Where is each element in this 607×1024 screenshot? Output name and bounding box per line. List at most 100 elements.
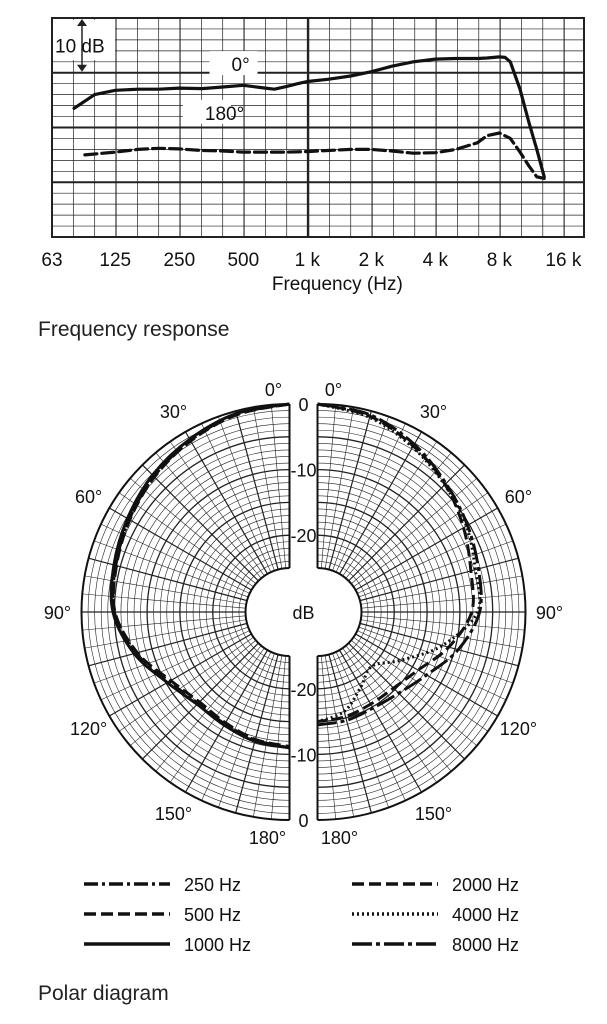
polar-spoke <box>201 423 272 573</box>
polar-spoke <box>109 633 252 717</box>
polar-spoke <box>201 651 272 801</box>
polar-inner-ring <box>317 567 363 657</box>
frequency-grid <box>51 17 585 238</box>
polar-spoke <box>360 619 523 649</box>
polar-spoke <box>184 431 269 575</box>
polar-spoke <box>361 615 525 631</box>
x-tick-label: 250 <box>163 250 195 271</box>
polar-spoke <box>355 507 498 591</box>
polar-spoke <box>141 464 259 582</box>
polar-spoke <box>321 404 336 569</box>
polar-spoke <box>328 654 372 814</box>
polar-spoke <box>348 642 466 760</box>
polar-spoke <box>271 404 286 569</box>
series-label: 180° <box>205 104 244 125</box>
x-tick-label: 500 <box>227 250 259 271</box>
polar-spoke <box>118 492 254 588</box>
polar-spoke <box>82 593 246 609</box>
angle-label: 150° <box>155 804 192 824</box>
polar-spoke <box>271 655 286 820</box>
polar-spoke <box>353 636 489 732</box>
polar-spoke <box>359 557 519 602</box>
x-tick-label: 63 <box>41 250 62 271</box>
polar-spoke <box>328 410 372 570</box>
polar-curve-8000-hz <box>317 402 483 727</box>
angle-label: 60° <box>505 487 532 507</box>
polar-spoke <box>84 619 247 649</box>
polar-spoke <box>348 464 466 582</box>
polar-spoke <box>155 645 262 772</box>
scale-label: 10 dB <box>55 36 105 57</box>
polar-outer-ring <box>80 403 290 821</box>
polar-series <box>109 402 483 750</box>
polar-spoke <box>342 441 438 577</box>
x-tick-label: 125 <box>99 250 131 271</box>
polar-spoke <box>321 655 336 820</box>
polar-spoke <box>169 441 265 577</box>
polar-inner-ring <box>244 567 290 657</box>
scale-arrow-head-down <box>77 64 87 72</box>
polar-spoke <box>357 523 507 594</box>
legend-label: 4000 Hz <box>452 905 519 925</box>
polar-spoke <box>360 575 523 605</box>
polar-spoke <box>82 615 246 631</box>
angle-label: 0° <box>265 380 282 400</box>
angle-label: 0° <box>325 380 342 400</box>
legend-label: 1000 Hz <box>184 935 251 955</box>
series-label: 0° <box>232 55 250 76</box>
polar-spoke <box>324 655 354 817</box>
plot-frame <box>51 17 585 238</box>
polar-spoke <box>335 423 406 573</box>
polar-spoke <box>338 431 423 575</box>
x-tick-label: 8 k <box>487 250 513 271</box>
polar-spoke <box>93 626 249 684</box>
polar-spoke <box>357 630 507 701</box>
polar-spoke <box>324 407 354 569</box>
legend-label: 500 Hz <box>184 905 241 925</box>
polar-spoke <box>100 523 250 594</box>
polar-labels: 0-10-20-20-100dB0°30°60°90°120°150°180°0… <box>44 380 563 848</box>
polar-spoke <box>359 622 519 667</box>
series-line-rear <box>83 131 546 180</box>
scale-arrow-head-up <box>77 19 87 26</box>
polar-spoke <box>361 593 525 609</box>
legend-label: 8000 Hz <box>452 935 519 955</box>
polar-spoke <box>351 640 478 746</box>
polar-spoke <box>353 492 489 588</box>
angle-label: 150° <box>415 804 452 824</box>
x-axis-label: Frequency (Hz) <box>272 274 403 295</box>
angle-label: 180° <box>249 828 286 848</box>
polar-grid <box>80 403 527 821</box>
polar-spoke <box>129 478 256 584</box>
angle-label: 30° <box>420 402 447 422</box>
x-tick-label: 4 k <box>423 250 449 271</box>
x-tick-label: 16 k <box>545 250 581 271</box>
polar-spoke <box>129 640 256 746</box>
angle-label: 180° <box>321 828 358 848</box>
polar-diagram-caption: Polar diagram <box>38 982 169 1005</box>
polar-spoke <box>358 626 514 684</box>
polar-spoke <box>351 478 478 584</box>
polar-spoke <box>218 653 275 808</box>
angle-label: 120° <box>500 719 537 739</box>
polar-spoke <box>332 653 389 808</box>
radial-tick-label: 0 <box>298 395 308 415</box>
center-label: dB <box>292 603 314 623</box>
polar-spoke <box>253 655 283 817</box>
radial-tick-label: 0 <box>298 811 308 831</box>
polar-spoke <box>342 647 438 783</box>
polar-spoke <box>345 452 452 579</box>
polar-spoke <box>332 416 389 571</box>
polar-spoke <box>358 540 514 598</box>
legend-label: 250 Hz <box>184 875 241 895</box>
series-label-bg <box>209 51 258 76</box>
scale-box <box>53 20 115 60</box>
frequency-response-caption: Frequency response <box>38 318 230 341</box>
polar-spoke <box>118 636 254 732</box>
radial-tick-label: -10 <box>290 461 316 481</box>
radial-tick-label: -20 <box>290 526 316 546</box>
